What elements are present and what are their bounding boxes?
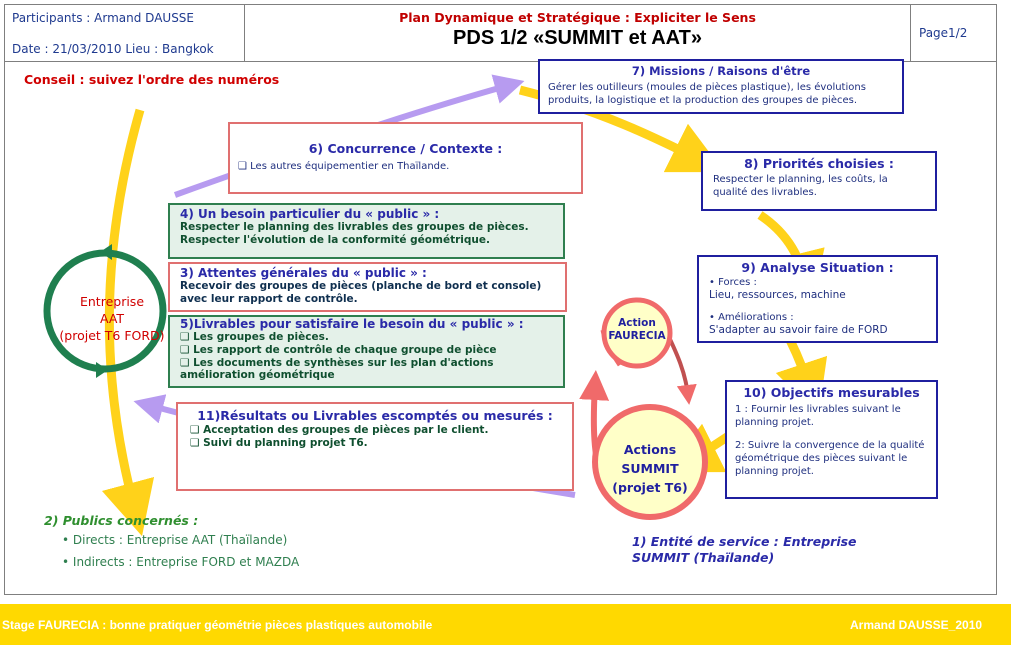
box-10-item-1: 1 : Fournir les livrables suivant le pla… <box>735 404 901 428</box>
box-5-title: 5)Livrables pour satisfaire le besoin du… <box>180 317 524 331</box>
publics-indirect-text: Indirects : Entreprise FORD et MAZDA <box>72 555 300 569</box>
box-9-situation: 9) Analyse Situation : • Forces : Lieu, … <box>697 255 938 343</box>
footer-right-text: Armand DAUSSE_2010 <box>850 618 983 632</box>
box-5-item: ❑ Les rapport de contrôle de chaque grou… <box>180 344 553 357</box>
actions-summit-line-2: SUMMIT <box>621 461 679 476</box>
box-3-text: Recevoir des groupes de pièces (planche … <box>180 280 542 305</box>
box-9-improv-label: • Améliorations : <box>709 312 794 323</box>
page-frame <box>4 4 997 595</box>
actions-summit-circle <box>592 404 708 520</box>
box-10-objectives: 10) Objectifs mesurables 1 : Fournir les… <box>725 380 938 499</box>
participants-label: Participants : Armand DAUSSE <box>12 11 195 25</box>
box-4-particular-need: 4) Un besoin particulier du « public » :… <box>168 203 565 259</box>
entreprise-line-3: (projet T6 FORD) <box>59 328 165 343</box>
publics-indirect: • Indirects : Entreprise FORD et MAZDA <box>62 555 299 569</box>
box-10-title: 10) Objectifs mesurables <box>743 385 920 400</box>
box-9-forces-label: • Forces : <box>709 277 757 288</box>
checkbox-icon: ❑ <box>180 357 194 369</box>
actions-summit-line-3: (projet T6) <box>612 480 688 495</box>
box-8-text: Respecter le planning, les coûts, la qua… <box>713 174 888 198</box>
box-4-line-1: Respecter le planning des livrables des … <box>180 221 529 233</box>
box-5-deliverables: 5)Livrables pour satisfaire le besoin du… <box>168 315 565 388</box>
box-6-item: ❑ Les autres équipementier en Thaïlande. <box>238 160 573 173</box>
entreprise-line-1: Entreprise <box>79 294 145 309</box>
box-5-item-text: Les documents de synthèses sur les plan … <box>180 357 494 381</box>
action-faurecia-circle <box>601 297 673 369</box>
box-8-title: 8) Priorités choisies : <box>744 156 894 171</box>
header-left-cell: Participants : Armand DAUSSE Date : 21/0… <box>4 4 245 62</box>
box-5-item: ❑ Les documents de synthèses sur les pla… <box>180 357 553 381</box>
box-7-text: Gérer les outilleurs (moules de pièces p… <box>548 82 866 106</box>
entreprise-aat-label: Entreprise AAT (projet T6 FORD) <box>52 293 172 344</box>
action-faurecia-line-1: Action <box>618 317 656 329</box>
publics-direct: • Directs : Entreprise AAT (Thaïlande) <box>62 533 287 547</box>
box-11-item-text: Suivi du planning projet T6. <box>203 437 368 449</box>
box-9-improv-text: S'adapter au savoir faire de FORD <box>709 324 888 336</box>
checkbox-icon: ❑ <box>180 331 194 343</box>
box-9-title: 9) Analyse Situation : <box>741 260 894 275</box>
footer-left-text: Stage FAURECIA : bonne pratiquer géométr… <box>2 618 433 632</box>
box-11-title: 11)Résultats ou Livrables escomptés ou m… <box>197 408 553 423</box>
box-6-competition: 6) Concurrence / Contexte : ❑ Les autres… <box>228 122 583 194</box>
box-7-title: 7) Missions / Raisons d'être <box>631 64 811 78</box>
box-4-line-2: Respecter l'évolution de la conformité g… <box>180 234 490 246</box>
box-7-missions: 7) Missions / Raisons d'être Gérer les o… <box>538 59 904 114</box>
action-faurecia-line-2: FAURECIA <box>608 330 666 342</box>
yellow-cycle-left-arrow <box>101 108 155 537</box>
box-11-item: ❑ Suivi du planning projet T6. <box>190 437 564 450</box>
box-3-title: 3) Attentes générales du « public » : <box>180 266 427 280</box>
actions-summit-label: Actions SUMMIT (projet T6) <box>600 440 700 497</box>
box-6-item-text: Les autres équipementier en Thaïlande. <box>250 161 450 172</box>
service-entity-line-2: SUMMIT (Thaïlande) <box>632 550 775 565</box>
page-title: PDS 1/2 «SUMMIT et AAT» <box>453 27 702 49</box>
publics-direct-text: Directs : Entreprise AAT (Thaïlande) <box>72 533 288 547</box>
footer-bar: Stage FAURECIA : bonne pratiquer géométr… <box>0 604 1011 645</box>
bullet-icon: • <box>62 555 73 569</box>
checkbox-icon: ❑ <box>190 437 204 449</box>
box-11-results: 11)Résultats ou Livrables escomptés ou m… <box>176 402 574 491</box>
publics-title: 2) Publics concernés : <box>44 513 199 528</box>
box-4-title: 4) Un besoin particulier du « public » : <box>180 207 440 221</box>
box-6-title: 6) Concurrence / Contexte : <box>308 141 503 156</box>
actions-summit-line-1: Actions <box>623 442 677 457</box>
header-subtitle: Plan Dynamique et Stratégique : Explicit… <box>399 10 756 25</box>
date-place-label: Date : 21/03/2010 Lieu : Bangkok <box>12 42 214 56</box>
box-3-expectations: 3) Attentes générales du « public » : Re… <box>168 262 567 312</box>
entreprise-line-2: AAT <box>99 311 125 326</box>
box-9-forces-text: Lieu, ressources, machine <box>709 289 846 301</box>
advice-text: Conseil : suivez l'ordre des numéros <box>24 72 280 87</box>
checkbox-icon: ❑ <box>238 161 251 172</box>
bullet-icon: • <box>62 533 73 547</box>
box-11-item-text: Acceptation des groupes de pièces par le… <box>203 424 489 436</box>
action-faurecia-label: Action FAURECIA <box>604 317 670 343</box>
checkbox-icon: ❑ <box>190 424 204 436</box>
header-page-cell: Page1/2 <box>911 4 997 62</box>
service-entity: 1) Entité de service : Entreprise SUMMIT… <box>632 534 857 566</box>
box-5-item-text: Les groupes de pièces. <box>193 331 329 343</box>
service-entity-line-1: 1) Entité de service : Entreprise <box>632 534 857 549</box>
header-title-cell: Plan Dynamique et Stratégique : Explicit… <box>245 4 911 62</box>
box-11-item: ❑ Acceptation des groupes de pièces par … <box>190 424 564 437</box>
box-5-item: ❑ Les groupes de pièces. <box>180 331 553 344</box>
box-8-priorities: 8) Priorités choisies : Respecter le pla… <box>701 151 937 211</box>
box-5-item-text: Les rapport de contrôle de chaque groupe… <box>193 344 497 356</box>
checkbox-icon: ❑ <box>180 344 194 356</box>
box-10-item-2: 2: Suivre la convergence de la qualité g… <box>735 440 925 477</box>
page-number: Page1/2 <box>919 26 968 40</box>
